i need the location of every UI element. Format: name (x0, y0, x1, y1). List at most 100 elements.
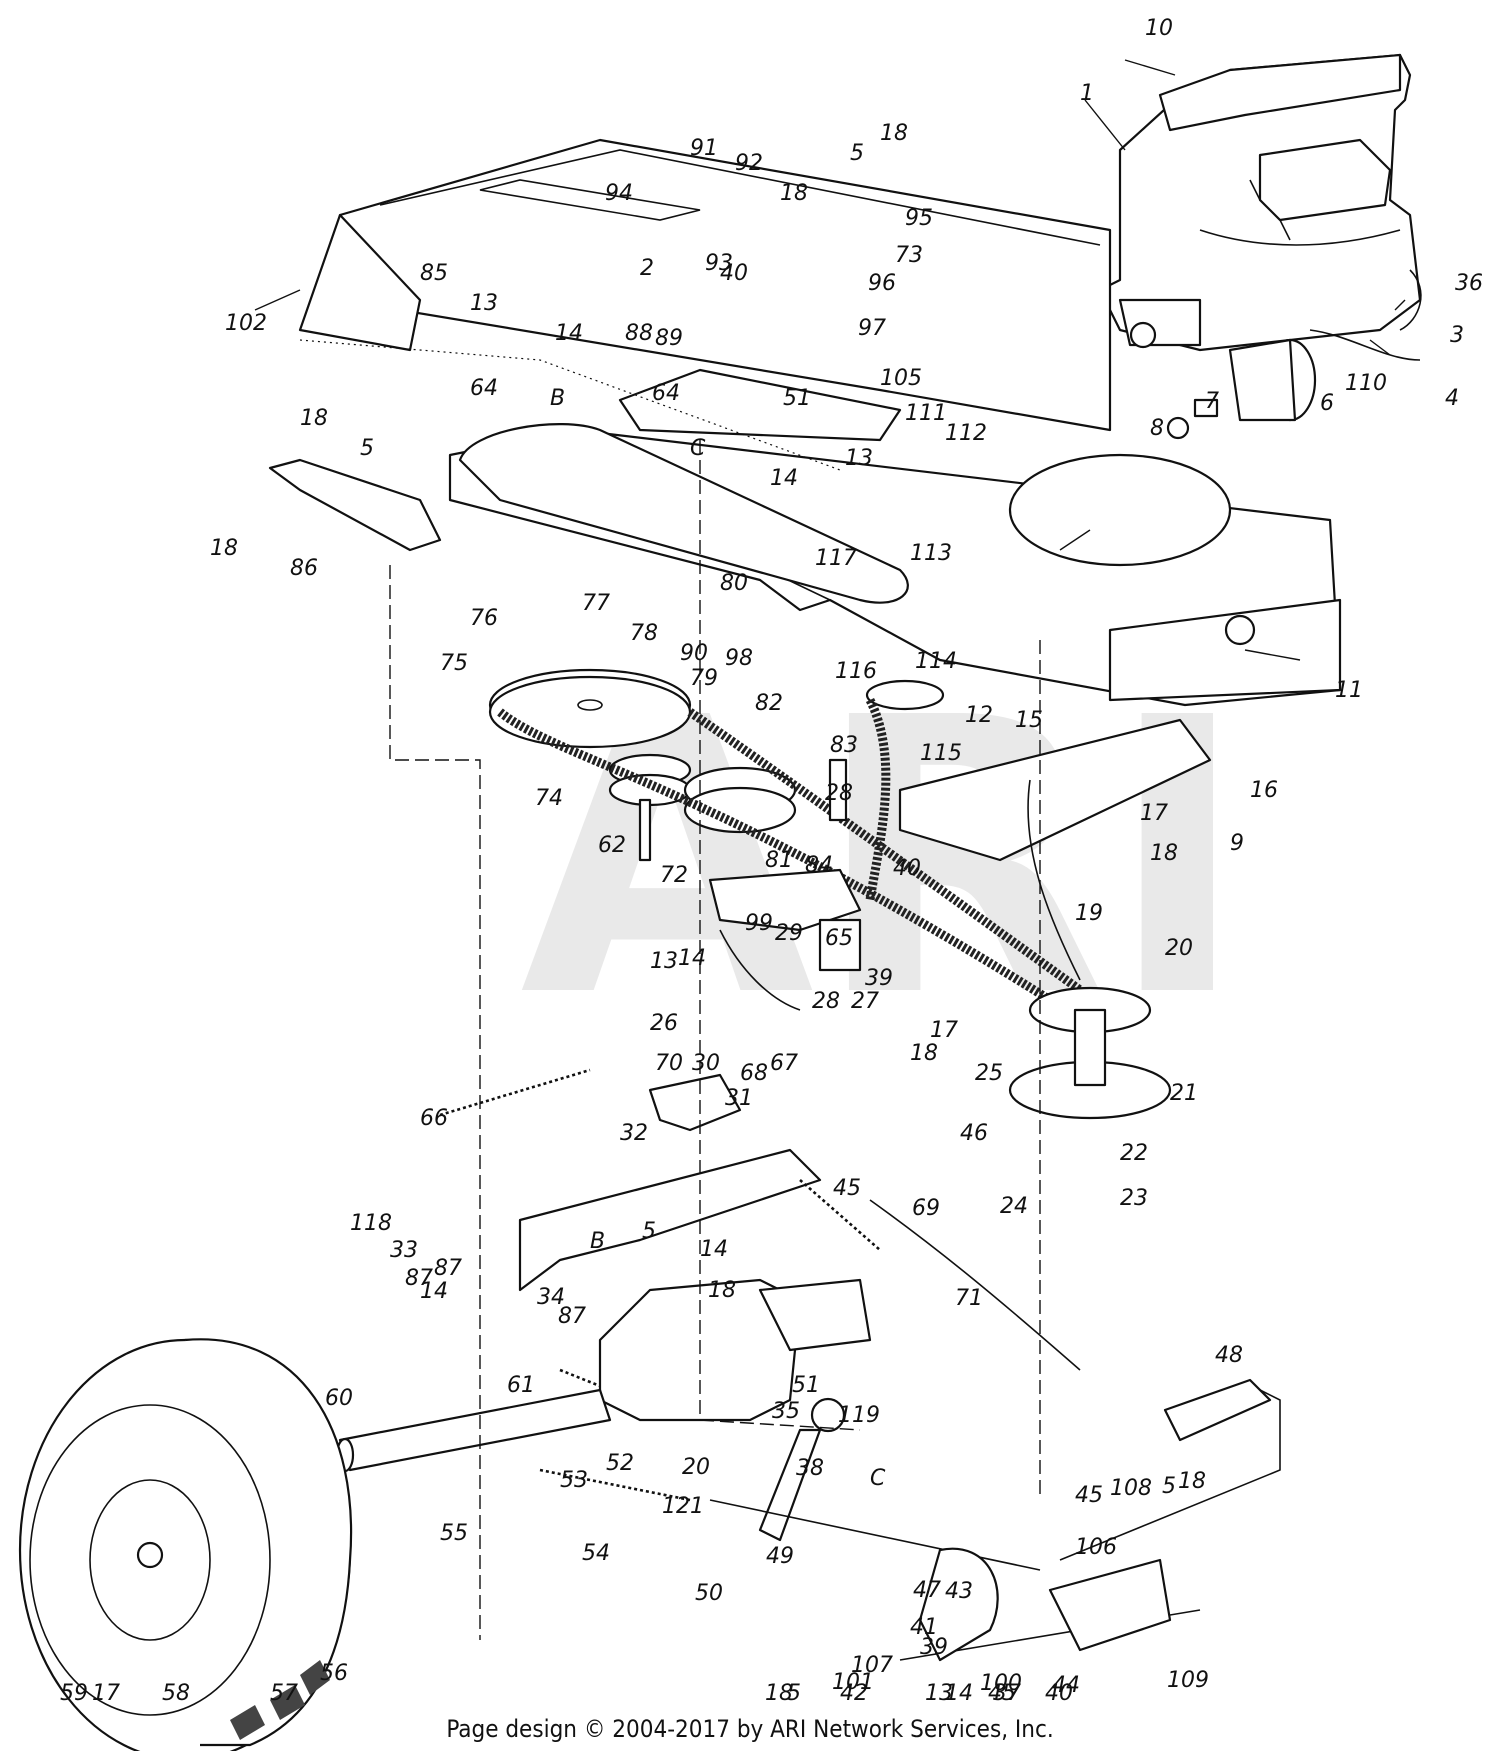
brake-arm (918, 1547, 999, 1662)
callout-label: 14 (945, 1681, 973, 1706)
callout-label: 13 (925, 1681, 953, 1706)
callout-label: 45 (833, 1176, 861, 1201)
callout-label: 44 (1052, 1673, 1080, 1698)
callout-label: 18 (780, 181, 808, 206)
callout-label: 82 (755, 691, 783, 716)
callout-label: 107 (851, 1653, 893, 1678)
callout-label: 5 (642, 1219, 656, 1244)
callout-label: 78 (630, 621, 658, 646)
plate-30 (648, 1073, 742, 1132)
callout-label: 108 (1110, 1476, 1152, 1501)
callout-label: 18 (765, 1681, 793, 1706)
callout-label: 29 (775, 921, 803, 946)
callout-label: 18 (1178, 1469, 1206, 1494)
callout-label: 36 (1455, 271, 1483, 296)
callout-label: 89 (655, 326, 683, 351)
callout-label: B (550, 386, 565, 411)
callout-label: 26 (650, 1011, 678, 1036)
callout-label: 85 (420, 261, 448, 286)
callout-label: 64 (652, 381, 680, 406)
callout-label: 22 (1120, 1141, 1148, 1166)
callout-label: 20 (682, 1455, 710, 1480)
callout-label: 42 (840, 1681, 868, 1706)
callout-label: 50 (695, 1581, 723, 1606)
callout-label: 64 (470, 376, 498, 401)
footrest-plate (458, 423, 909, 604)
callout-label: 81 (765, 848, 793, 873)
callout-label: 48 (1215, 1343, 1243, 1368)
callout-label: 14 (420, 1279, 448, 1304)
copyright-footer: Page design © 2004-2017 by ARI Network S… (446, 1715, 1054, 1743)
callout-label: 7 (1205, 389, 1219, 414)
callout-label: 38 (796, 1456, 824, 1481)
callout-label: 27 (851, 989, 879, 1014)
callout-label: 37 (993, 1681, 1021, 1706)
callout-label: 18 (210, 536, 238, 561)
callout-label: 77 (582, 591, 610, 616)
engine (1098, 53, 1422, 440)
callout-label: 17 (1140, 801, 1168, 826)
callout-label: C (690, 436, 706, 461)
callout-label: 87 (405, 1266, 433, 1291)
callout-label: 46 (960, 1121, 988, 1146)
callout-label: 97 (858, 316, 886, 341)
callout-label: 84 (805, 853, 833, 878)
callout-label: 40 (893, 856, 921, 881)
callout-label: 23 (1120, 1186, 1148, 1211)
callout-label: 14 (770, 466, 798, 491)
callout-label: 101 (832, 1670, 874, 1695)
callout-label: 91 (690, 136, 718, 161)
callout-label: 6 (1320, 391, 1334, 416)
wheel (18, 1338, 353, 1751)
callout-label: 45 (1075, 1483, 1103, 1508)
callout-label: 35 (772, 1399, 800, 1424)
callout-label: 119 (838, 1403, 880, 1428)
callout-label: 3 (1450, 323, 1464, 348)
callout-label: 11 (1335, 678, 1363, 703)
idler-bracket (708, 868, 862, 1011)
callout-label: 47 (913, 1578, 941, 1603)
callout-label: 20 (1165, 936, 1193, 961)
hood-panel (298, 138, 1112, 432)
leader-lines (254, 59, 1406, 661)
callout-label: 5 (787, 1681, 801, 1706)
bracket-86 (268, 458, 442, 552)
callout-label: 69 (912, 1196, 940, 1221)
callout-label: 14 (678, 946, 706, 971)
callout-label: 14 (700, 1237, 728, 1262)
callout-label: 5 (360, 436, 374, 461)
callout-label: 2 (640, 256, 654, 281)
callout-label: 80 (720, 571, 748, 596)
callout-label: 71 (955, 1286, 983, 1311)
callout-label: 87 (434, 1256, 462, 1281)
callout-label: 13 (470, 291, 498, 316)
callout-label: 65 (825, 926, 853, 951)
callout-label: 17 (930, 1018, 958, 1043)
callout-label: 86 (290, 556, 318, 581)
callout-label: 109 (1167, 1668, 1209, 1693)
callout-label: 74 (535, 786, 563, 811)
callout-label: 5 (1162, 1474, 1176, 1499)
callout-label: 76 (470, 606, 498, 631)
spring-66 (439, 1068, 591, 1117)
callout-label: 72 (660, 863, 688, 888)
spring-54 (539, 1468, 691, 1502)
callout-label: 49 (766, 1544, 794, 1569)
callout-label: 39 (865, 966, 893, 991)
callout-label: 51 (783, 386, 811, 411)
callout-label: 115 (920, 741, 962, 766)
callout-label: 21 (1170, 1081, 1198, 1106)
callout-label: 66 (420, 1106, 448, 1131)
pedal-48 (1048, 1378, 1281, 1652)
callout-label: 16 (1250, 778, 1278, 803)
callout-label: 61 (507, 1373, 535, 1398)
callout-label: 39 (920, 1635, 948, 1660)
callout-label: 13 (845, 446, 873, 471)
pulley-assembly (488, 668, 1172, 1120)
callout-label: 15 (1015, 708, 1043, 733)
callout-label: 60 (325, 1386, 353, 1411)
callout-label: 17 (92, 1681, 120, 1706)
callout-label: 112 (945, 421, 987, 446)
